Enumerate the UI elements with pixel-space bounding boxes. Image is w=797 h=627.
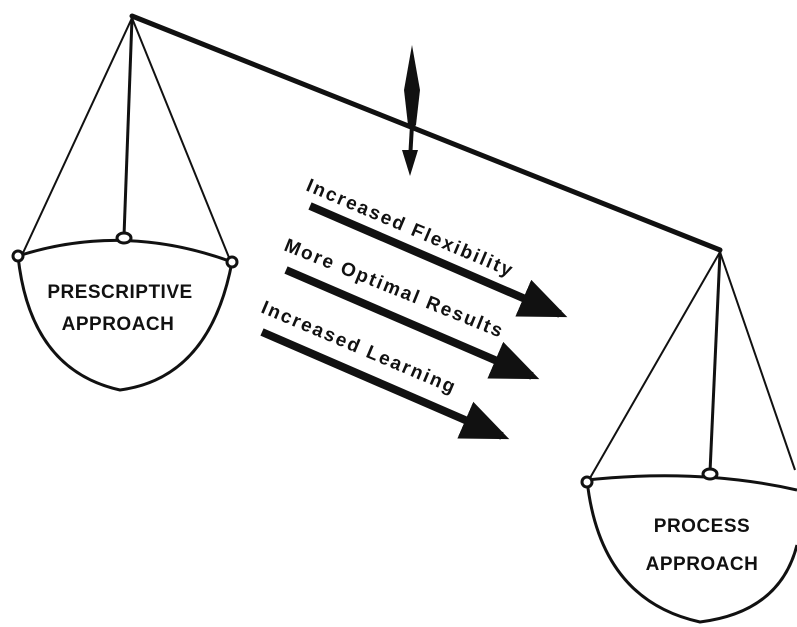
pointer-needle bbox=[402, 45, 420, 176]
right-pan-label-line-1: PROCESS bbox=[654, 516, 750, 537]
left-pan-label-line-1: PRESCRIPTIVE bbox=[47, 282, 192, 303]
right-pan: PROCESS APPROACH bbox=[580, 251, 797, 624]
right-pan-label-line-2: APPROACH bbox=[646, 554, 759, 575]
scale-beam bbox=[129, 13, 723, 253]
left-pan: PRESCRIPTIVE APPROACH bbox=[11, 17, 239, 392]
left-pan-label-line-2: APPROACH bbox=[62, 314, 175, 335]
